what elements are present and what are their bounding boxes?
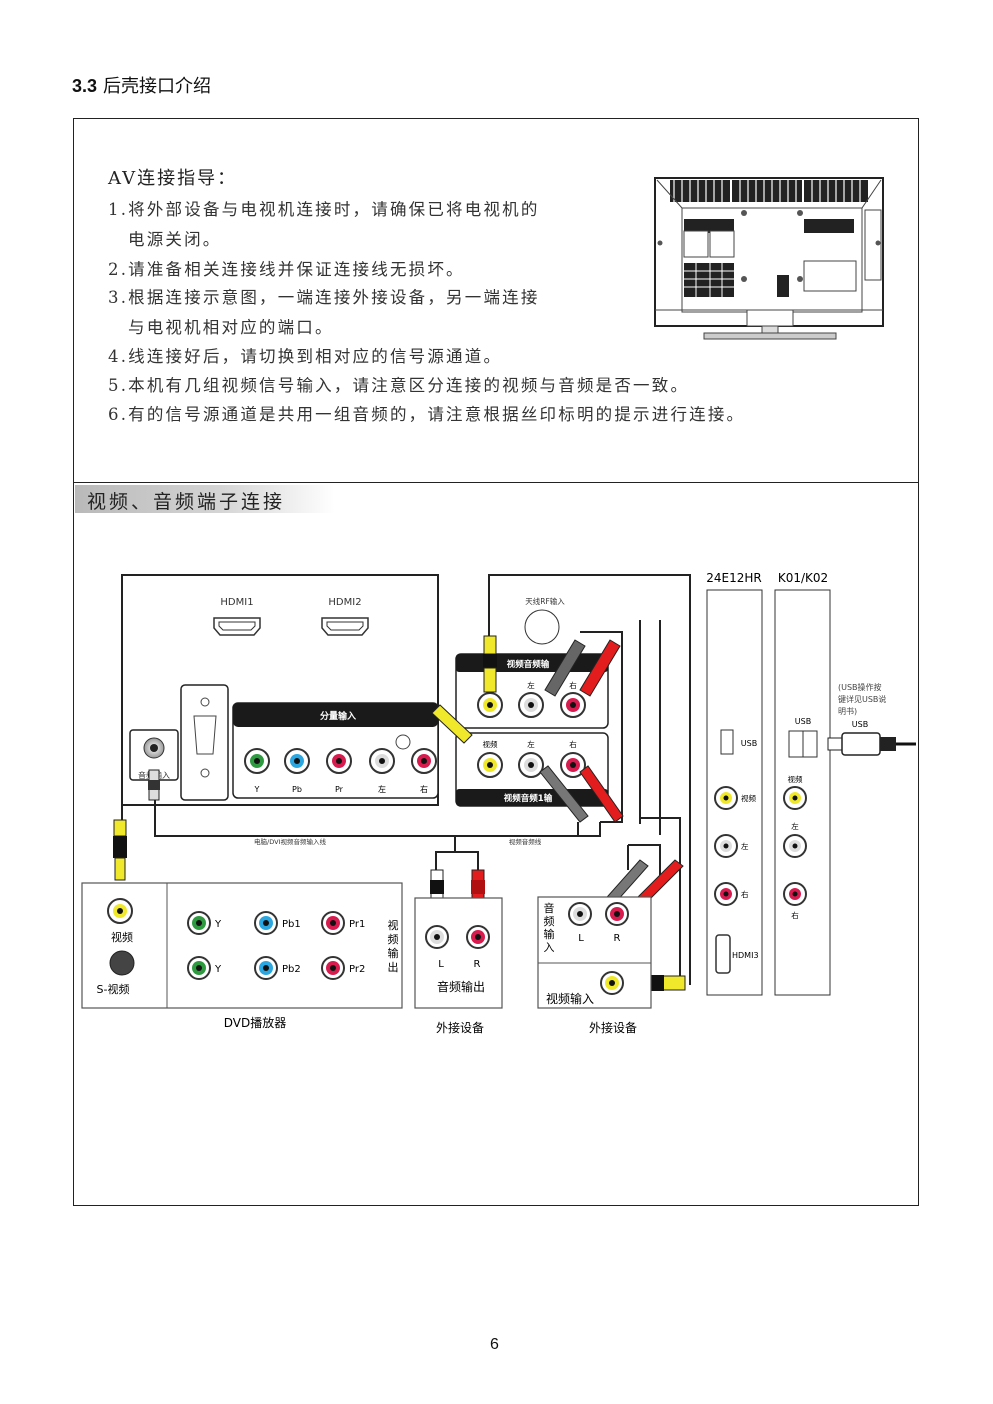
hdmi2-label: HDMI2: [328, 597, 361, 608]
av2-label-r: 右: [569, 680, 577, 690]
av1-title: 视频音频1输: [504, 793, 553, 804]
dvd-player-panel: [81, 882, 403, 1009]
side-b-label-video: 视频: [788, 774, 803, 784]
guide-title: AV连接指导：: [108, 168, 238, 189]
guide-line-6: 6.有的信号源通道是共用一组音频的，请注意根据丝印标明的提示进行连接。: [108, 405, 746, 424]
section-title-text: 后壳接口介绍: [103, 76, 212, 96]
dvd-svideo-label: S-视频: [97, 982, 130, 996]
usb-plug-label: USB: [852, 720, 868, 729]
av1-label-video: 视频: [483, 739, 498, 749]
guide-line-4: 4.线连接好后，请切换到相对应的信号源通道。: [108, 347, 503, 366]
side-b-label-l: 左: [791, 821, 799, 831]
audio-out-l: L: [438, 959, 444, 970]
dvd-label-pb1: Pb1: [282, 919, 301, 930]
audio-out-device: [414, 897, 503, 1009]
usb-label-k01k02: USB: [795, 717, 811, 726]
ext2-caption: 外接设备: [589, 1020, 637, 1035]
guide-line-3b: 与电视机相对应的端口。: [128, 318, 334, 337]
dvd-label-pb2: Pb2: [282, 964, 301, 975]
model-label-k01k02: K01/K02: [778, 571, 828, 585]
hdmi1-port: [213, 617, 261, 636]
usb-note-3: 明书): [838, 706, 857, 716]
av1-jacks: [477, 752, 586, 778]
ext2-audio-in-3: 输: [544, 927, 555, 941]
dvd-side-3: 输: [388, 946, 399, 960]
ext2-video-in: 视频输入: [546, 991, 594, 1006]
usb-note-2: 键详见USB说: [838, 694, 886, 704]
ext2-l: L: [578, 933, 584, 944]
component-jacks: [244, 748, 437, 774]
side-a-label-hdmi3: HDMI3: [732, 951, 759, 960]
ext2-audio-in-2: 频: [544, 914, 555, 928]
ext2-audio-in-4: 入: [544, 941, 555, 954]
av-cable-label: 视频音频线: [509, 837, 542, 846]
guide-line-1b: 电源关闭。: [128, 230, 222, 249]
dvd-side-1: 视: [388, 918, 399, 932]
dvd-video-label: 视频: [111, 930, 133, 944]
av2-jacks: [477, 692, 586, 718]
usb-label-24e12hr: USB: [741, 739, 757, 748]
page-number: 6: [490, 1336, 499, 1353]
ext2-audio-in-1: 音: [544, 901, 555, 915]
dvd-caption: DVD播放器: [224, 1015, 286, 1030]
audio-out-caption: 外接设备: [436, 1020, 484, 1035]
rf-input-port: [524, 609, 560, 645]
av1-label-l: 左: [527, 739, 535, 749]
dvd-label-pr2: Pr2: [349, 964, 365, 975]
side-b-label-r: 右: [791, 910, 799, 920]
av2-title: 视频音频输: [507, 659, 550, 670]
side-a-label-r: 右: [741, 889, 749, 899]
side-a-label-video: 视频: [741, 793, 756, 803]
section-banner: 视频、音频端子连接: [75, 485, 335, 513]
component-label-y: Y: [254, 785, 260, 794]
audio-out-r: R: [474, 959, 481, 970]
external-device-2: [537, 896, 652, 1009]
vga-port: [180, 684, 229, 801]
dvd-side-4: 出: [388, 960, 399, 974]
banner-title: 视频、音频端子连接: [87, 491, 286, 513]
component-label-pb: Pb: [292, 785, 302, 794]
rca-plugs: [113, 635, 686, 991]
usb-plug-icon: [827, 732, 916, 756]
component-label-r: 右: [420, 784, 428, 794]
model-label-24e12hr: 24E12HR: [706, 571, 761, 585]
av1-label-r: 右: [569, 739, 577, 749]
ext2-r: R: [614, 933, 621, 944]
guide-line-3: 3.根据连接示意图，一端连接外接设备，另一端连接: [108, 288, 540, 307]
rf-input-label: 天线RF输入: [525, 596, 565, 606]
component-label-pr: Pr: [335, 785, 344, 794]
hdmi2-port: [321, 617, 369, 636]
dvd-label-pr1: Pr1: [349, 919, 365, 930]
guide-line-5: 5.本机有几组视频信号输入，请注意区分连接的视频与音频是否一致。: [108, 376, 690, 395]
dvd-side-2: 频: [388, 932, 399, 946]
component-label-l: 左: [378, 784, 386, 794]
tv-rear-illustration: [654, 177, 884, 340]
content-frame: [73, 118, 919, 1206]
side-a-label-l: 左: [741, 841, 749, 851]
av2-label-l: 左: [527, 680, 535, 690]
dvd-label-y1: Y: [214, 919, 222, 930]
side-jacks: [714, 786, 807, 974]
connection-diagram: HDMI1 HDMI2 音频输入 分量输入 Y Pb Pr 左 右 天线RF输入…: [81, 571, 916, 1035]
dvd-component-jacks: [187, 911, 345, 980]
hdmi1-label: HDMI1: [220, 597, 253, 608]
audio-out-title: 音频输出: [437, 979, 485, 994]
pc-cable-label: 电脑/DVI视频音频输入线: [254, 837, 326, 846]
section-number: 3.3: [72, 76, 98, 96]
guide-line-1: 1.将外部设备与电视机连接时，请确保已将电视机的: [108, 200, 540, 219]
guide-line-2: 2.请准备相关连接线并保证连接线无损坏。: [108, 260, 465, 279]
component-title: 分量输入: [320, 710, 356, 722]
cables: [121, 575, 681, 985]
dvd-label-y2: Y: [214, 964, 222, 975]
usb-note-1: (USB操作按: [838, 682, 882, 692]
frame-divider: [73, 482, 919, 483]
usb-port-24e12hr: [720, 729, 734, 755]
